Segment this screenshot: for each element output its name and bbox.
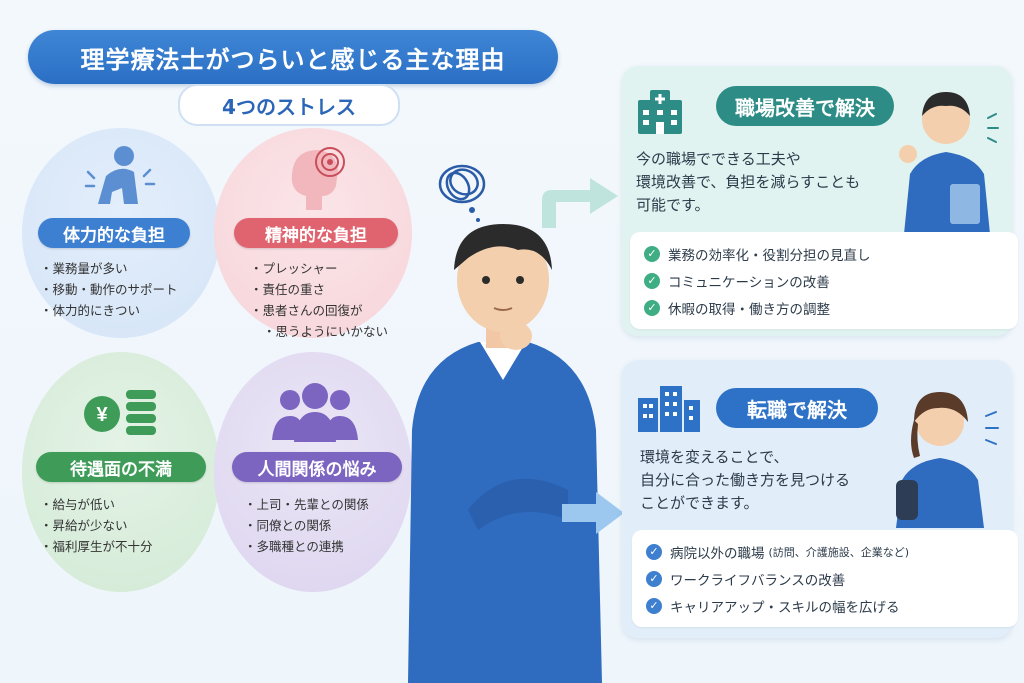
description-line: 今の職場でできる工夫や xyxy=(636,150,801,168)
check-icon: ✓ xyxy=(646,597,662,614)
check-icon: ✓ xyxy=(644,299,660,316)
check-icon: ✓ xyxy=(646,570,662,587)
list-item: 体力的にきつい xyxy=(40,300,178,321)
page-subtitle: 4つのストレス xyxy=(178,84,400,126)
list-item: 責任の重さ xyxy=(250,279,388,300)
workplace-solution-title: 職場改善で解決 xyxy=(716,86,894,126)
stressed-head-icon xyxy=(291,147,345,210)
list-item-continuation: 思うようにいかない xyxy=(275,324,389,339)
check-item-label: キャリアアップ・スキルの幅を広げる xyxy=(670,599,900,616)
stress-relations-list: 上司・先輩との関係 同僚との関係 多職種との連携 xyxy=(244,494,369,557)
check-item: ✓ コミュニケーションの改善 xyxy=(644,267,1004,294)
female-therapist-illustration xyxy=(896,392,999,528)
list-item: 同僚との関係 xyxy=(244,515,369,536)
list-item: 給与が低い xyxy=(40,494,153,515)
arrow-up-right-icon xyxy=(542,178,618,228)
list-item: 上司・先輩との関係 xyxy=(244,494,369,515)
description-line: 自分に合った働き方を見つける xyxy=(640,471,851,489)
check-icon: ✓ xyxy=(646,543,662,560)
check-item: ✓ キャリアアップ・スキルの幅を広げる xyxy=(646,592,1004,619)
check-item: ✓ 業務の効率化・役割分担の見直し xyxy=(644,240,1004,267)
description-line: ことができます。 xyxy=(640,494,759,512)
job-change-solution-description: 環境を変えることで、 自分に合った働き方を見つける ことができます。 xyxy=(640,446,890,515)
check-item: ✓ 休暇の取得・働き方の調整 xyxy=(644,294,1004,321)
description-line: 環境改善で、負担を減らすことも xyxy=(636,173,861,191)
tired-person-icon xyxy=(84,146,156,204)
stress-mental-list: プレッシャー 責任の重さ 患者さんの回復が 思うようにいかない xyxy=(250,258,389,342)
list-item: 患者さんの回復が xyxy=(250,300,388,321)
list-item: 多職種との連携 xyxy=(244,536,369,557)
office-building-icon xyxy=(638,386,700,432)
stress-physical-label: 体力的な負担 xyxy=(38,218,190,248)
description-line: 環境を変えることで、 xyxy=(640,448,789,466)
check-icon: ✓ xyxy=(644,272,660,289)
check-icon: ✓ xyxy=(644,245,660,262)
check-item-label: ワークライフバランスの改善 xyxy=(670,572,846,589)
people-group-icon xyxy=(272,383,358,442)
list-item: 昇給が少ない xyxy=(40,515,153,536)
page-title: 理学療法士がつらいと感じる主な理由 xyxy=(28,30,558,84)
yen-coins-icon: ¥ xyxy=(84,390,156,435)
check-item: ✓ 病院以外の職場(訪問、介護施設、企業など) xyxy=(646,538,1004,565)
stress-physical-list: 業務量が多い 移動・動作のサポート 体力的にきつい xyxy=(40,258,178,321)
workplace-checklist: ✓ 業務の効率化・役割分担の見直し ✓ コミュニケーションの改善 ✓ 休暇の取得・働き… xyxy=(630,232,1018,329)
job-change-checklist: ✓ 病院以外の職場(訪問、介護施設、企業など) ✓ ワークライフバランスの改善 ✓ キ… xyxy=(632,530,1018,627)
therapist-illustration xyxy=(408,224,602,683)
thought-bubble-icon xyxy=(438,164,486,222)
list-item: プレッシャー xyxy=(250,258,388,279)
list-item: 移動・動作のサポート xyxy=(40,279,178,300)
stress-salary-label: 待遇面の不満 xyxy=(36,452,206,482)
check-item-note: (訪問、介護施設、企業など) xyxy=(768,545,910,559)
description-line: 可能です。 xyxy=(636,196,710,214)
check-item-label: コミュニケーションの改善 xyxy=(668,274,830,291)
stress-relations-label: 人間関係の悩み xyxy=(232,452,402,482)
workplace-solution-description: 今の職場でできる工夫や 環境改善で、負担を減らすことも 可能です。 xyxy=(636,148,896,217)
list-item: 福利厚生が不十分 xyxy=(40,536,153,557)
hospital-icon xyxy=(638,90,682,134)
job-change-solution-title: 転職で解決 xyxy=(716,388,878,428)
check-item-label: 休暇の取得・働き方の調整 xyxy=(668,301,830,318)
svg-text:¥: ¥ xyxy=(96,404,108,426)
arrow-right-icon xyxy=(562,492,624,534)
list-item: 思うようにいかない xyxy=(250,321,389,342)
list-item: 業務量が多い xyxy=(40,258,178,279)
stress-salary-list: 給与が低い 昇給が少ない 福利厚生が不十分 xyxy=(40,494,153,557)
check-item: ✓ ワークライフバランスの改善 xyxy=(646,565,1004,592)
male-therapist-illustration xyxy=(899,92,999,234)
check-item-label: 病院以外の職場 xyxy=(670,545,765,562)
check-item-label: 業務の効率化・役割分担の見直し xyxy=(668,247,871,264)
stress-mental-label: 精神的な負担 xyxy=(234,218,398,248)
